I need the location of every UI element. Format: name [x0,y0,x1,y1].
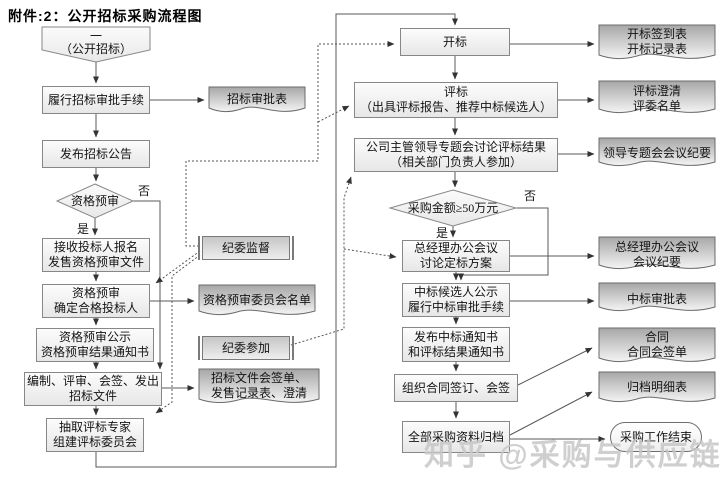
label-line: 组建评标委员会 [52,435,137,449]
prequalification-confirm: 资格预审 确定合格投标人 [42,284,150,318]
label-line: 发布招标公告 [59,146,132,161]
label-line: 全部采购资料归档 [407,429,504,444]
amount-decision-shape [388,189,518,227]
publish-bid-announcement: 发布招标公告 [42,140,150,168]
doc-award-approval-form: 中标审批表 [598,288,716,310]
leader-special-meeting: 公司主管领导专题会讨论评标结果 （相关部门负责人参加） [354,138,558,172]
doc-shape-evaluation-clarification [598,80,716,113]
prequalification-decision-shape [55,183,135,219]
bid-evaluation: 评标 （出具评标报告、推荐中标候选人） [354,82,558,118]
label-line: 归档明细表 [626,379,687,394]
label-line: 和评标结果通知书 [407,344,504,359]
label-line: 资格预审委员会名单 [202,292,311,307]
label-line: 采购金额≥50万元 [407,200,499,215]
label-line: 中标候选人公示 [413,285,498,299]
doc-gm-meeting-minutes: 总经理办公会议 会议纪要 [598,240,716,270]
label-line: 发售资格预审文件 [47,255,144,269]
accept-bidder-registration: 接收投标人报名 发售资格预审文件 [42,238,150,272]
label-line: 确定合格投标人 [53,301,138,315]
issue-award-notice: 发布中标通知书 和评标结果通知书 [402,327,510,362]
label-line: 合同 [644,330,669,344]
doc-shape-contract [598,327,716,362]
label-line: 领导专题会会议纪要 [602,145,711,160]
label-line: 评委名单 [632,99,681,113]
label-line: 资格预审公示 [58,330,131,344]
label-line: 招标文件会签单、 [210,371,307,385]
label-line: 总经理办公会议 [614,240,699,254]
perform-bid-approval: 履行招标审批手续 [42,86,150,114]
archive-all-materials: 全部采购资料归档 [402,421,510,453]
start-terminator: 一 （公开招标） [40,28,152,60]
label-line: 招标审批表 [226,91,287,106]
doc-contract: 合同 合同会签单 [598,330,716,360]
branch-label-preq-yes: 是 [77,222,90,236]
label-line: 接收投标人报名 [53,240,138,254]
label-line: （出具评标报告、推荐中标候选人） [359,100,552,114]
doc-bid-opening-signin: 开标签到表 开标记录表 [598,27,716,57]
label-line: 组织合同签订、会签 [401,380,510,395]
label-line: （相关部门负责人参加） [389,155,522,169]
label-line: 开标记录表 [626,42,687,56]
label-line: 资格预审结果通知书 [40,345,149,359]
organize-contract-signing: 组织合同签订、会签 [394,374,518,402]
label-line: 采购工作结束 [619,429,692,444]
branch-label-preq-no: 否 [138,184,151,198]
doc-shape-archive-list [598,371,716,402]
prequalification-publicity: 资格预审公示 资格预审结果通知书 [36,328,154,362]
winner-publicity: 中标候选人公示 履行中标审批手续 [402,283,510,317]
doc-prequalification-committee-list: 资格预审委员会名单 [198,288,316,312]
doc-archive-list: 归档明细表 [598,376,716,398]
doc-shape-bid-opening-signin [598,24,716,59]
label-line: 评标澄清 [632,84,681,98]
doc-evaluation-clarification: 评标澄清 评委名单 [598,84,716,114]
label-line: 资格预审 [70,193,119,208]
solid-connectors [92,13,606,468]
doc-leader-meeting-minutes: 领导专题会会议纪要 [598,142,716,164]
label-line: （公开招标） [59,42,132,56]
amount-decision: 采购金额≥50万元 [390,199,516,217]
end-terminator: 采购工作结束 [610,422,702,452]
label-line: 履行中标审批手续 [407,300,504,314]
prepare-bid-documents: 编制、评审、会签、发出 招标文件 [24,372,162,406]
label-line: 开标 [442,34,467,49]
label-line: 开标签到表 [626,27,687,41]
prequalification-decision: 资格预审 [57,192,133,210]
branch-label-amount-yes: 是 [436,226,449,240]
label-line: 讨论定标方案 [419,256,492,270]
label-line: 中标审批表 [626,291,687,306]
label-line: 抽取评标专家 [58,420,131,434]
label-line: 发售记录表、澄清 [210,386,307,400]
label-line: 总经理办公会议 [413,241,498,255]
label-line: 纪委参加 [221,340,270,355]
dotted-connectors [155,41,397,414]
bid-opening: 开标 [400,28,510,56]
label-line: 履行招标审批手续 [47,92,144,107]
select-evaluation-experts: 抽取评标专家 组建评标委员会 [46,418,144,452]
label-line: 合同会签单 [626,345,687,359]
label-line: 评标 [443,85,468,99]
doc-bid-doc-countersign: 招标文件会签单、 发售记录表、澄清 [198,371,320,401]
doc-shape-bid-approval-form [208,86,306,112]
label-line: 编制、评审、会签、发出 [26,374,159,388]
doc-shape-gm-meeting-minutes [598,236,716,269]
label-line: 资格预审 [71,286,120,300]
label-line: 招标文件 [68,389,117,403]
doc-shape-leader-meeting-minutes [598,137,716,166]
discipline-participation: 纪委参加 [198,336,294,360]
start-terminator-shape [41,26,151,63]
doc-shape-bid-doc-countersign [198,368,320,403]
label-line: 纪委监督 [221,240,270,255]
gm-office-meeting: 总经理办公会议 讨论定标方案 [402,240,510,272]
label-line: 会议纪要 [632,255,681,269]
doc-shape-award-approval-form [598,282,716,311]
label-line: 公司主管领导专题会讨论评标结果 [365,140,546,154]
branch-label-amount-no: 否 [524,189,537,203]
doc-bid-approval-form: 招标审批表 [208,88,306,110]
page-title: 附件:2：公开招标采购流程图 [8,8,203,24]
label-line: 一 [89,29,102,43]
discipline-supervision: 纪委监督 [198,236,294,260]
doc-shape-prequalification-committee-list [198,284,316,315]
label-line: 发布中标通知书 [413,329,498,344]
